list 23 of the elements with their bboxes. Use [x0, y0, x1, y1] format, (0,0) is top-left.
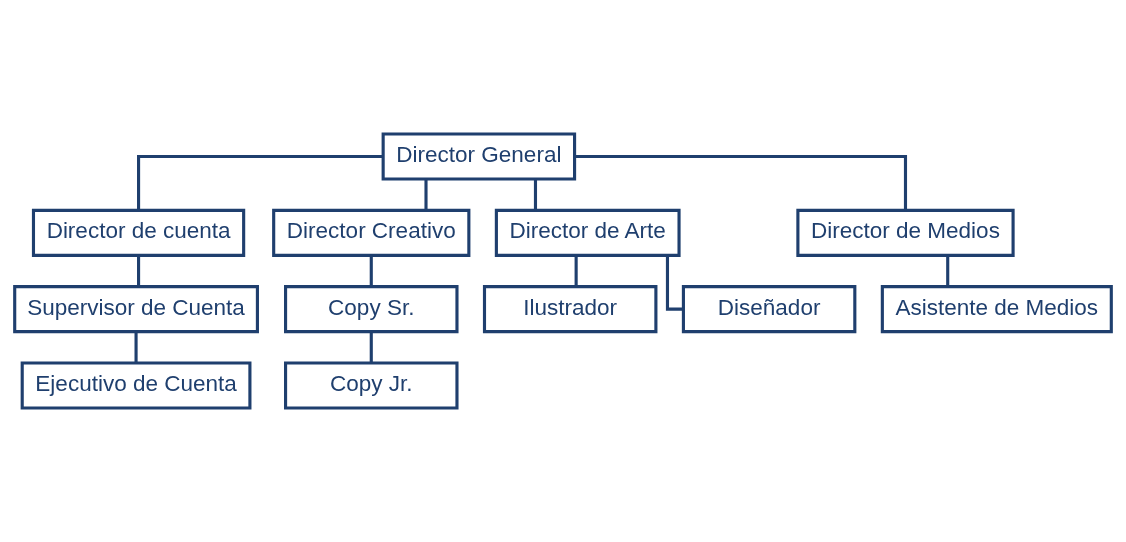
node-box: Ilustrador [482, 285, 658, 334]
connector [369, 255, 373, 287]
node-box: Director de Arte [494, 208, 681, 257]
node-box: Director de Medios [796, 208, 1015, 257]
connector [574, 154, 908, 210]
connector [137, 255, 141, 287]
node-box: Copy Jr. [284, 361, 459, 410]
node-box: Director Creativo [272, 208, 471, 257]
connector [574, 255, 578, 287]
node-box: Supervisor de Cuenta [13, 285, 259, 334]
connector [665, 255, 684, 311]
node-box: Diseñador [681, 285, 857, 334]
node-box: Ejecutivo de Cuenta [20, 361, 252, 410]
node-box: Copy Sr. [284, 285, 459, 334]
connector [424, 179, 428, 210]
node-box: Director de cuenta [31, 208, 246, 257]
connector [533, 179, 538, 210]
node-box: Director General [381, 132, 577, 181]
connector [946, 255, 950, 287]
connector [137, 154, 383, 210]
connector [134, 332, 138, 363]
connector [369, 332, 373, 363]
node-box: Asistente de Medios [880, 285, 1113, 334]
